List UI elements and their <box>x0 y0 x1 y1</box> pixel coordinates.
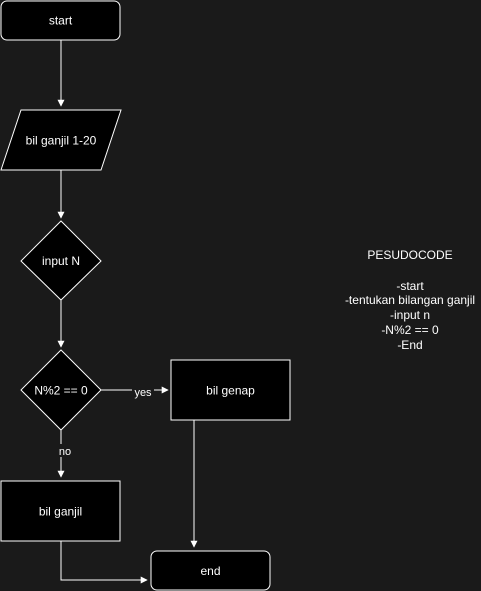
pseudocode-line: -tentukan bilangan ganjil <box>344 293 476 308</box>
pseudocode-line: -N%2 == 0 <box>381 322 439 337</box>
edge-odd-to-end <box>60 541 148 584</box>
start-node[interactable]: start <box>0 0 121 41</box>
pseudocode-line: -start <box>396 278 424 293</box>
range-node[interactable]: bil ganjil 1-20 <box>0 109 122 171</box>
edge-label-no: no <box>59 446 71 458</box>
input-n-node[interactable]: input N <box>20 220 102 301</box>
edge-label-yes-bg <box>132 385 154 398</box>
decision-node[interactable]: N%2 == 0 <box>20 349 102 431</box>
start-label: start <box>49 14 73 28</box>
edge-label-no-bg <box>56 444 74 457</box>
pseudocode-block: PESUDOCODE -start -tentukan bilangan gan… <box>330 248 481 352</box>
edge-label-yes: yes <box>134 387 152 399</box>
pseudocode-title: PESUDOCODE <box>367 248 453 262</box>
even-node[interactable]: bil genap <box>170 359 291 421</box>
end-node[interactable]: end <box>150 550 271 591</box>
odd-node[interactable]: bil ganjil <box>0 480 121 542</box>
end-label: end <box>200 564 220 578</box>
pseudocode-line: -input n <box>389 308 431 323</box>
decision-label: N%2 == 0 <box>34 384 88 398</box>
even-label: bil genap <box>206 384 255 398</box>
odd-label: bil ganjil <box>39 505 82 519</box>
range-label: bil ganjil 1-20 <box>26 134 97 148</box>
pseudocode-line: -End <box>397 337 423 352</box>
input-n-label: input N <box>42 254 80 268</box>
